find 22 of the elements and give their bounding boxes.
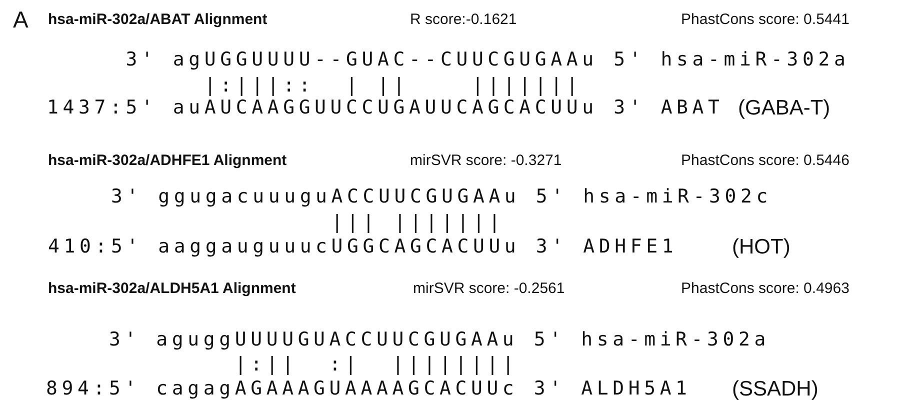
score-text: R score:-0.1621 [410,12,517,28]
sequence-line: 3' agUGGUUUU--GUAC--CUUCGUGAAu 5' hsa-miR-302a [126,50,850,70]
pairing-marks: |:|||:: | || ||||||| [204,76,582,96]
gene-label: (GABA-T) [738,96,830,120]
sequence-line: 3' ggugacuuuguACCUUCGUGAAu 5' hsa-miR-302c [110,186,772,208]
sequence-line: 3' aguggUUUUGUACCUUCGUGAAu 5' hsa-miR-302a [108,330,770,350]
score-text: mirSVR score: -0.2561 [413,280,565,298]
alignment-title: hsa-miR-302a/ALDH5A1 Alignment [48,280,296,298]
score-text: PhastCons score: 0.5441 [681,12,850,28]
gene-label: (HOT) [732,235,790,259]
gene-label: (SSADH) [732,377,818,401]
pairing-marks: |:|| :| |||||||| [234,354,518,376]
alignment-title: hsa-miR-302a/ABAT Alignment [48,12,268,28]
score-text: PhastCons score: 0.4963 [681,280,850,298]
sequence-line: 894:5' cagagAGAAAGUAAAAGCACUUc 3' ALDH5A1 [46,378,692,400]
score-text: mirSVR score: -0.3271 [410,152,562,170]
alignment-title: hsa-miR-302a/ADHFE1 Alignment [48,152,287,170]
pairing-marks: ||| ||||||| [331,212,504,234]
panel-label: A [13,7,28,33]
sequence-line: 410:5' aaggauguuucUGGCAGCACUUu 3' ADHFE1 [48,236,678,258]
sequence-line: 1437:5' auAUCAAGGUUCCUGAUUCAGCACUUu 3' ABAT [47,98,724,118]
score-text: PhastCons score: 0.5446 [681,152,850,170]
